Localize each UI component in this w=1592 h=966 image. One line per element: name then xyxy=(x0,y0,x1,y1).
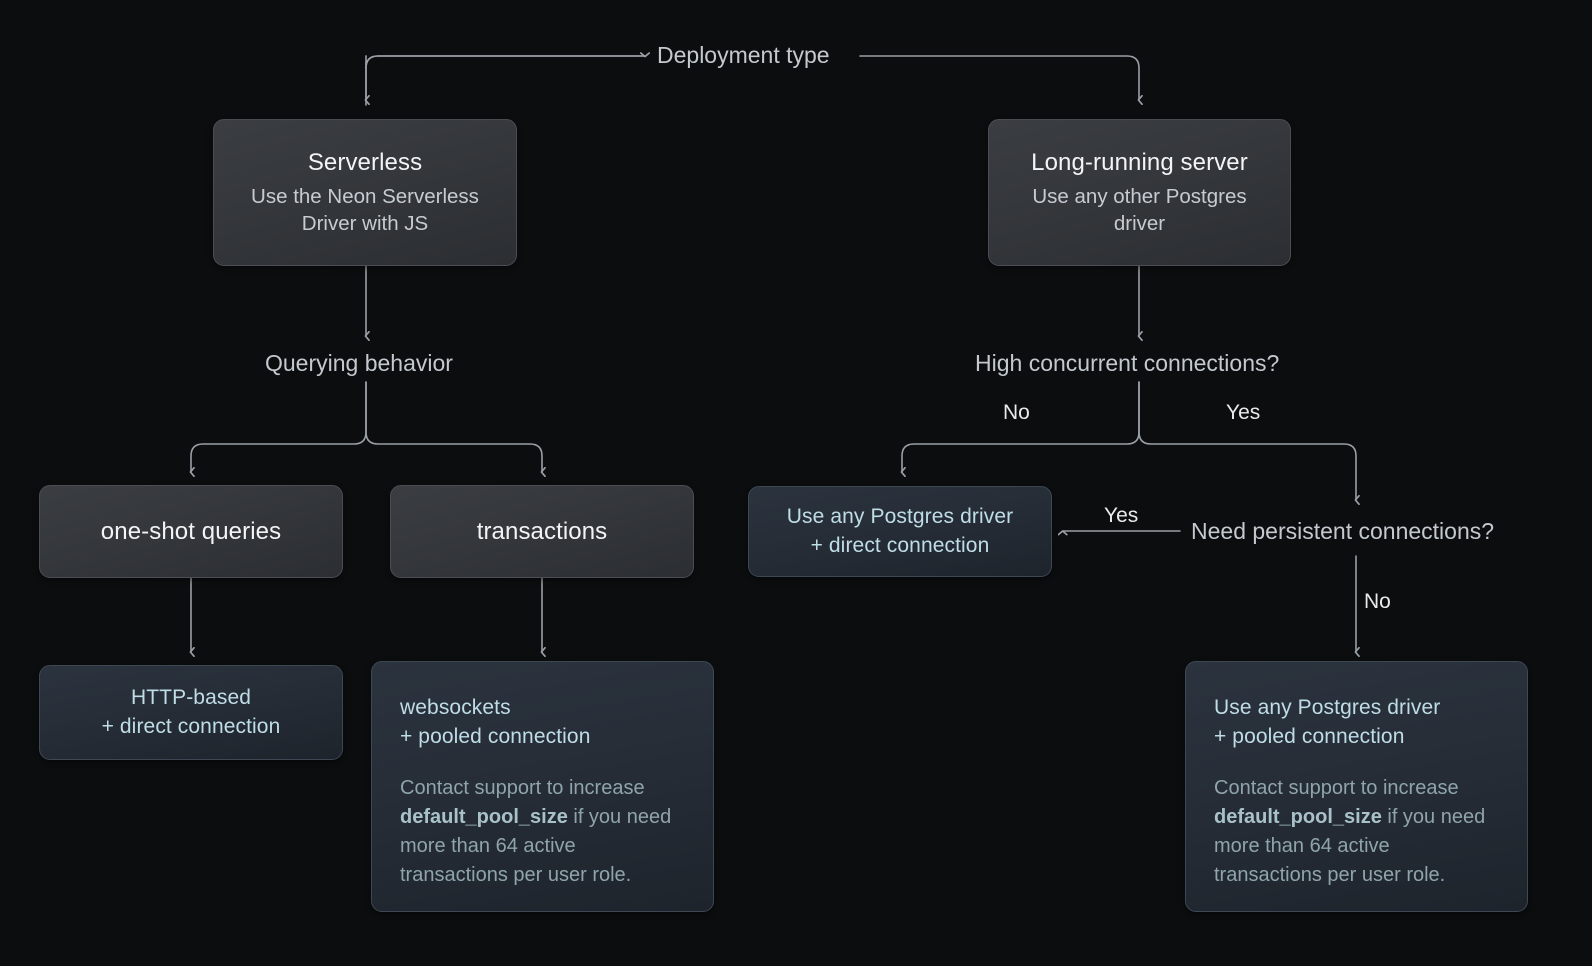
body-post: if you need more than 64 active transact… xyxy=(1214,805,1486,886)
node-driver-pooled-connection-body: Contact support to increase default_pool… xyxy=(1214,774,1499,890)
edge-label-persistent-yes: Yes xyxy=(1104,504,1139,527)
node-serverless[interactable]: Serverless Use the Neon Serverless Drive… xyxy=(213,119,517,266)
body-post: if you need more than 64 active transact… xyxy=(400,805,672,886)
node-transactions[interactable]: transactions xyxy=(390,485,694,578)
node-long-running-server-subtitle: Use any other Postgres driver xyxy=(1032,184,1247,235)
body-pre: Contact support to increase xyxy=(400,776,645,799)
node-websockets-pooled-connection[interactable]: websockets + pooled connection Contact s… xyxy=(371,661,714,912)
decision-need-persistent-connections: Need persistent connections? xyxy=(1191,518,1495,544)
node-long-running-server[interactable]: Long-running server Use any other Postgr… xyxy=(988,119,1291,266)
edge-label-concurrent-yes: Yes xyxy=(1226,401,1261,424)
body-code: default_pool_size xyxy=(400,805,568,828)
decision-high-concurrent-connections: High concurrent connections? xyxy=(975,350,1280,376)
body-pre: Contact support to increase xyxy=(1214,776,1459,799)
node-serverless-title: Serverless xyxy=(307,148,423,176)
node-driver-pooled-connection[interactable]: Use any Postgres driver + pooled connect… xyxy=(1185,661,1528,912)
node-http-direct-connection-title: HTTP-based + direct connection xyxy=(101,685,281,738)
node-websockets-pooled-connection-body: Contact support to increase default_pool… xyxy=(400,774,685,890)
node-http-direct-connection[interactable]: HTTP-based + direct connection xyxy=(39,665,343,760)
edge-label-concurrent-no: No xyxy=(1003,401,1030,424)
decision-querying-behavior: Querying behavior xyxy=(265,350,453,376)
node-driver-pooled-connection-title: Use any Postgres driver + pooled connect… xyxy=(1214,696,1441,748)
node-websockets-pooled-connection-title: websockets + pooled connection xyxy=(400,696,591,748)
edge-label-persistent-no: No xyxy=(1364,590,1391,613)
node-transactions-title: transactions xyxy=(476,517,608,545)
node-one-shot-queries-title: one-shot queries xyxy=(100,517,282,545)
node-long-running-server-title: Long-running server xyxy=(1031,148,1248,176)
node-driver-direct-connection-title: Use any Postgres driver + direct connect… xyxy=(786,504,1014,557)
node-driver-direct-connection[interactable]: Use any Postgres driver + direct connect… xyxy=(748,486,1052,577)
root-label: Deployment type xyxy=(657,42,830,68)
body-code: default_pool_size xyxy=(1214,805,1382,828)
node-serverless-subtitle: Use the Neon Serverless Driver with JS xyxy=(251,184,479,235)
node-one-shot-queries[interactable]: one-shot queries xyxy=(39,485,343,578)
